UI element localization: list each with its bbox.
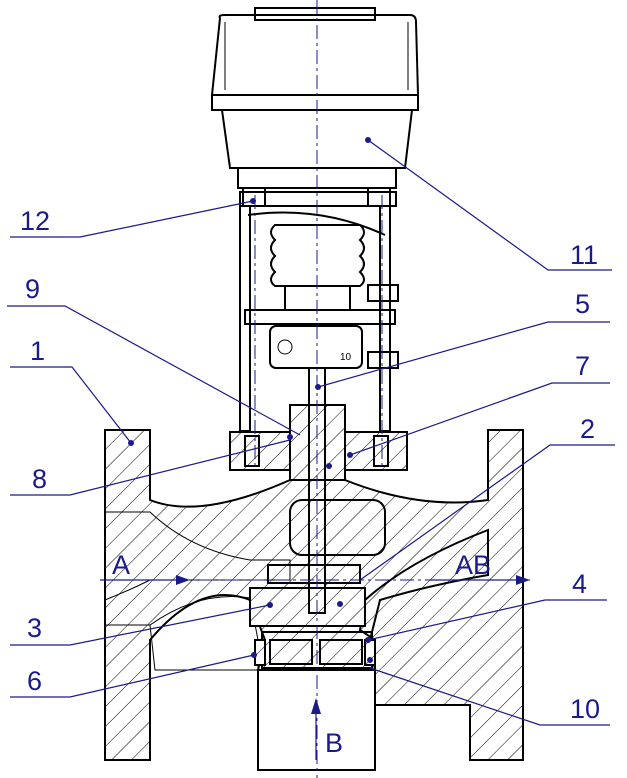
callout-1: 1 [10,336,134,446]
callout-12: 12 [10,198,256,238]
leader-line [7,305,301,436]
callout-3: 3 [10,602,273,646]
leader-dot [337,601,343,607]
port-label-ab: AB [455,550,491,580]
leader-line [317,321,610,388]
callout-label: 1 [30,336,45,366]
callout-7: 7 [347,351,610,458]
callout-label: 2 [580,414,595,444]
leader-line [10,439,291,496]
leader-line [10,654,255,698]
callout-4: 4 [365,569,607,643]
flow-arrows: A AB B [100,550,530,760]
callout-2: 2 [337,414,615,607]
callout-8: 8 [10,439,332,496]
leader-dot [326,463,332,469]
leader-dot [251,652,257,658]
leader-dot [365,637,371,643]
leader-dot [315,384,321,390]
callout-label: 9 [25,274,40,304]
callout-6: 6 [10,652,257,698]
callout-10: 10 [367,657,610,726]
part-marker: 10 [340,352,352,363]
callout-5: 5 [315,289,610,390]
bellows: 10 [269,224,365,369]
leader-line [369,667,610,726]
actuator [210,7,420,189]
callout-label: 10 [570,694,600,724]
leader-line [10,604,271,646]
valve-body [104,429,524,771]
leader-dot [250,198,256,204]
leader-line [367,139,612,271]
leader-line [367,599,607,641]
port-label-a: A [112,550,130,580]
leader-line [10,200,254,238]
callout-label: 7 [575,351,590,381]
callout-label: 11 [570,240,598,270]
callout-label: 3 [27,613,42,643]
callout-label: 12 [20,206,50,236]
leader-dot [367,657,373,663]
callout-9: 9 [7,274,301,440]
callout-label: 4 [572,569,587,599]
callouts: 12 11 9 5 1 7 8 2 3 4 6 10 [7,137,615,726]
callout-label: 6 [27,666,42,696]
leader-dot [287,434,293,440]
callout-11: 11 [365,137,612,271]
leader-dot [267,602,273,608]
leader-dot [365,137,371,143]
leader-dot [128,440,134,446]
leader-line [359,444,615,581]
callout-label: 8 [32,464,47,494]
bonnet [229,404,408,481]
callout-label: 5 [575,289,590,319]
port-label-b: B [325,728,343,758]
leader-dot [347,452,353,458]
leader-line [10,366,132,444]
leader-line [349,382,610,456]
